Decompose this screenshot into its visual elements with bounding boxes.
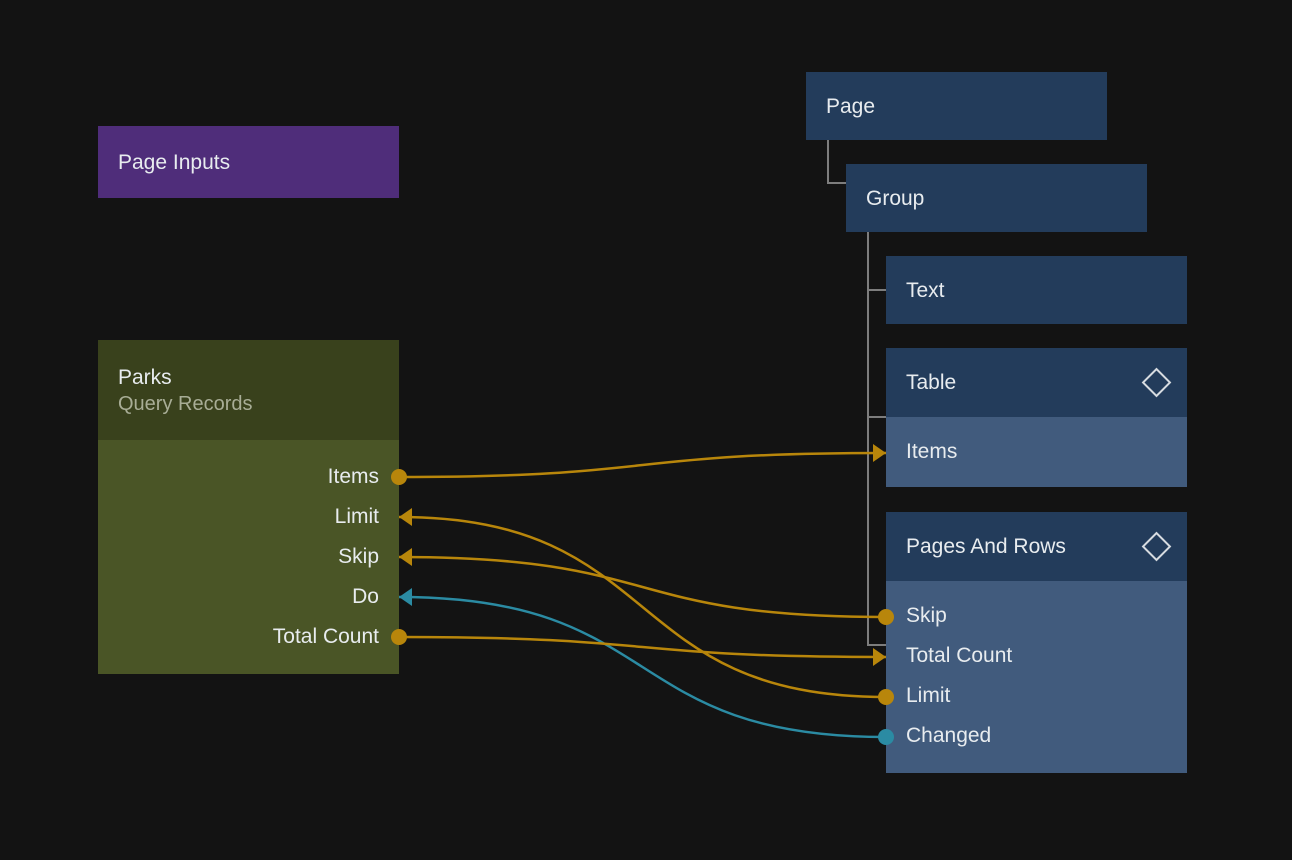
port-parks-limit[interactable]: Limit — [335, 497, 379, 537]
node-table-title: Table — [906, 371, 957, 394]
port-parks-total-count[interactable]: Total Count — [273, 617, 379, 657]
port-par-total-count[interactable]: Total Count — [906, 636, 1012, 676]
port-parks-items[interactable]: Items — [328, 457, 379, 497]
port-parks-limit-label: Limit — [334, 505, 379, 528]
port-table-items[interactable]: Items — [906, 432, 957, 472]
port-parks-total-count-label: Total Count — [272, 625, 379, 648]
port-parks-skip[interactable]: Skip — [338, 537, 379, 577]
node-text-title: Text — [906, 278, 945, 302]
edge-pages-and-rows-skip-to-parks-skip[interactable] — [398, 555, 887, 619]
edge-arrowhead-parks-total-count-to-par-total-count — [873, 648, 886, 666]
node-text[interactable]: Text — [886, 256, 1187, 324]
node-page-inputs-title: Page Inputs — [118, 150, 231, 174]
node-page[interactable]: Page — [806, 72, 1107, 140]
diamond-icon[interactable] — [1141, 531, 1172, 562]
node-parks[interactable]: Parks Query Records Items Limit Skip Do … — [98, 340, 399, 674]
node-group-title: Group — [866, 186, 925, 210]
edge-parks-total-count-to-par-total-count[interactable] — [398, 635, 887, 659]
node-page-title: Page — [826, 94, 876, 118]
port-parks-do-label: Do — [352, 585, 379, 608]
port-par-limit-label: Limit — [906, 684, 951, 707]
node-table[interactable]: Table Items — [886, 348, 1187, 487]
node-parks-title: Parks — [118, 365, 172, 389]
edge-arrowhead-pages-and-rows-skip-to-parks-skip — [399, 548, 412, 566]
edge-arrowhead-pages-and-rows-changed-to-parks-do — [399, 588, 412, 606]
port-parks-skip-label: Skip — [338, 545, 379, 568]
port-par-skip-label: Skip — [906, 604, 947, 627]
port-par-changed[interactable]: Changed — [906, 716, 991, 756]
edge-arrowhead-parks-items-to-table-items — [873, 444, 886, 462]
port-parks-do[interactable]: Do — [352, 577, 379, 617]
node-table-body: Items — [886, 417, 1187, 487]
edge-pages-and-rows-changed-to-parks-do[interactable] — [398, 595, 887, 739]
node-pages-and-rows-header[interactable]: Pages And Rows — [886, 512, 1187, 581]
tree-line-group-spine — [867, 232, 886, 646]
port-parks-items-label: Items — [327, 465, 379, 488]
node-page-inputs[interactable]: Page Inputs — [98, 126, 399, 198]
port-table-items-label: Items — [906, 440, 958, 463]
node-pages-and-rows-body: Skip Total Count Limit Changed — [886, 581, 1187, 773]
port-par-changed-label: Changed — [906, 724, 992, 747]
node-group[interactable]: Group — [846, 164, 1147, 232]
node-pages-and-rows[interactable]: Pages And Rows Skip Total Count Limit Ch… — [886, 512, 1187, 773]
diamond-icon[interactable] — [1141, 367, 1172, 398]
edge-parks-items-to-table-items[interactable] — [398, 451, 887, 479]
node-parks-subtitle: Query Records — [118, 392, 253, 415]
node-table-header[interactable]: Table — [886, 348, 1187, 417]
node-parks-body: Items Limit Skip Do Total Count — [98, 440, 399, 674]
edge-arrowhead-pages-and-rows-limit-to-parks-limit — [399, 508, 412, 526]
port-par-total-count-label: Total Count — [906, 644, 1013, 667]
node-parks-header[interactable]: Parks Query Records — [98, 340, 399, 440]
tree-line-page-to-group — [827, 140, 846, 184]
port-par-limit[interactable]: Limit — [906, 676, 950, 716]
port-par-skip[interactable]: Skip — [906, 596, 947, 636]
node-pages-and-rows-title: Pages And Rows — [906, 535, 1066, 558]
edge-pages-and-rows-limit-to-parks-limit[interactable] — [398, 515, 887, 699]
